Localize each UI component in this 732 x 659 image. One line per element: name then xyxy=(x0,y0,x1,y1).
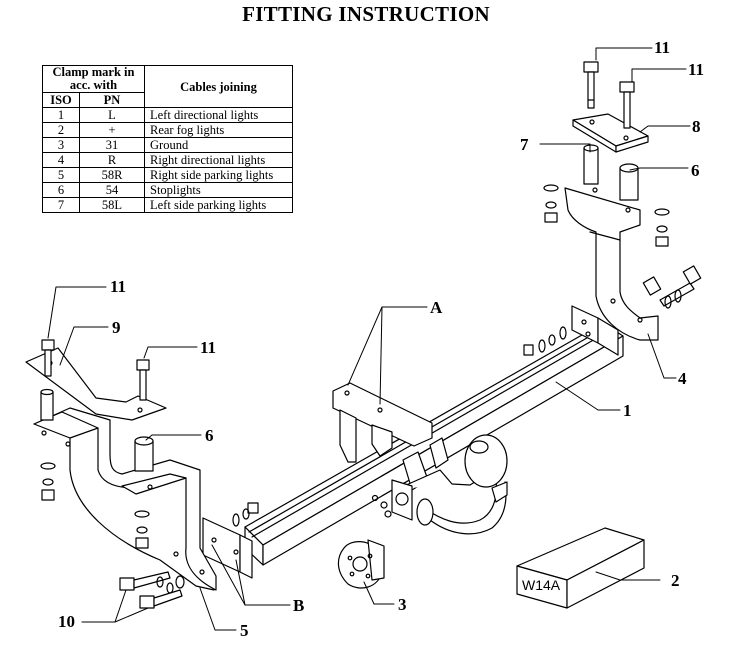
header-clamp-mark: Clamp mark in acc. with xyxy=(42,65,145,93)
spacer-tube xyxy=(134,436,154,472)
nut-washer-stack xyxy=(232,502,259,527)
leader-lines xyxy=(47,47,691,631)
spacer-tube xyxy=(40,388,54,421)
nut-washer-stack xyxy=(523,326,567,356)
nut-washer-stack xyxy=(654,208,670,247)
header-pn: PN xyxy=(79,92,145,108)
table-row: 3 31 Ground xyxy=(42,137,293,153)
table-row: 6 54 Stoplights xyxy=(42,182,293,198)
nut-washer-stack xyxy=(40,462,56,501)
cell-desc: Left side parking lights xyxy=(144,197,293,213)
ball-mount xyxy=(371,434,508,535)
table-row: 7 58L Left side parking lights xyxy=(42,197,293,213)
page-title: FITTING INSTRUCTION xyxy=(242,2,490,26)
parts-box xyxy=(516,527,645,609)
header-cables-joining: Cables joining xyxy=(144,65,293,108)
callout-label: 11 xyxy=(654,38,670,57)
left-side-arm xyxy=(33,407,217,591)
cell-pn: 31 xyxy=(79,137,145,153)
socket-plate xyxy=(337,539,385,589)
bolt xyxy=(583,61,599,109)
callout-label: 8 xyxy=(692,117,701,136)
callout-label: 5 xyxy=(240,621,249,640)
callout-label: 4 xyxy=(678,369,687,388)
callout-label: 11 xyxy=(110,277,126,296)
callout-label: A xyxy=(430,298,443,317)
bolt xyxy=(619,81,635,129)
spacer-tube xyxy=(583,144,599,185)
clamp-plate xyxy=(572,113,649,153)
callout-label: 7 xyxy=(520,135,529,154)
cell-desc: Right directional lights xyxy=(144,152,293,168)
nut-washer-stack xyxy=(543,184,559,223)
cell-iso: 7 xyxy=(42,197,80,213)
bolt xyxy=(119,571,185,594)
crossbar xyxy=(202,305,624,579)
callout-label: B xyxy=(293,596,304,615)
box-label: W14A xyxy=(522,577,561,593)
callout-label: 11 xyxy=(200,338,216,357)
bolt xyxy=(139,589,183,609)
callout-label: 3 xyxy=(398,595,407,614)
callout-label: 2 xyxy=(671,571,680,590)
bolt xyxy=(41,339,55,377)
nut-washer-stack xyxy=(134,510,150,549)
callout-label: 6 xyxy=(691,161,700,180)
cell-desc: Right side parking lights xyxy=(144,167,293,183)
callout-label: 10 xyxy=(58,612,75,631)
bolt xyxy=(659,265,702,309)
cell-desc: Stoplights xyxy=(144,182,293,198)
table-row: 4 R Right directional lights xyxy=(42,152,293,168)
cable-joining-table: Clamp mark in acc. with Cables joining I… xyxy=(42,65,293,213)
callout-label: 9 xyxy=(112,318,121,337)
callout-label: 11 xyxy=(688,60,704,79)
bolt xyxy=(642,276,662,296)
callout-label: 1 xyxy=(623,401,632,420)
cell-desc: Ground xyxy=(144,137,293,153)
right-side-arm xyxy=(564,187,659,341)
bolt xyxy=(136,359,150,401)
callout-label: 6 xyxy=(205,426,214,445)
cell-pn: 54 xyxy=(79,182,145,198)
cell-pn: 58L xyxy=(79,197,145,213)
